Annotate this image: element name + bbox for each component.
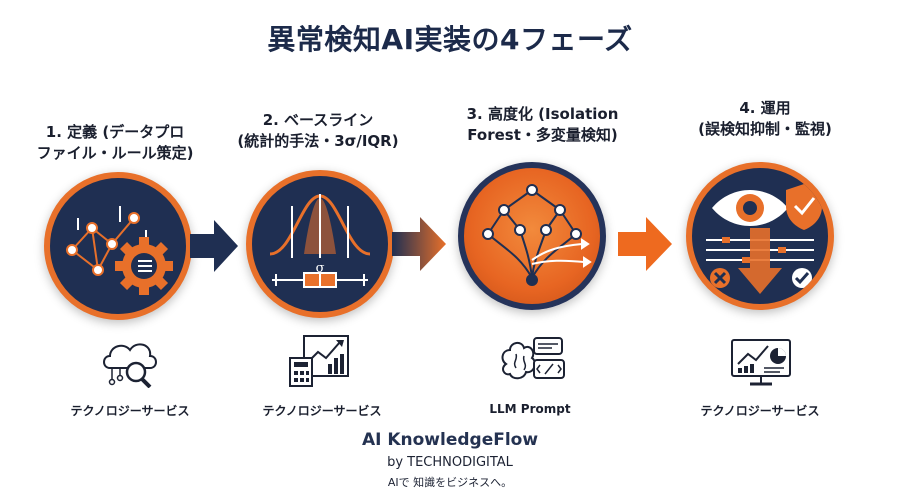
arrow-3-icon	[618, 217, 672, 271]
phase-4-circle	[686, 162, 834, 310]
arrow-1-icon	[190, 220, 238, 272]
brain-prompt-icon	[501, 337, 565, 380]
monitor-dashboard-icon	[731, 339, 791, 386]
network-gear-icon	[66, 206, 173, 295]
page-title: 異常検知AI実装の4フェーズ	[267, 23, 633, 56]
calculator-chart-icon	[289, 335, 349, 387]
phase-2-caption: テクノロジーサービス	[262, 404, 382, 418]
bell-curve-boxplot-icon: σ	[269, 194, 371, 288]
phase-3-label: 3. 高度化 (Isolation Forest・多変量検知)	[466, 105, 619, 144]
phase-1-circle	[44, 172, 192, 320]
brand-tagline: AIで 知識をビジネスへ。	[387, 476, 513, 489]
sigma-label: σ	[316, 261, 325, 276]
phase-1-caption: テクノロジーサービス	[70, 404, 190, 418]
phase-1-label: 1. 定義 (データプロ ファイル・ルール策定)	[36, 123, 194, 162]
arrow-2-icon	[392, 217, 446, 271]
phase-4-caption: テクノロジーサービス	[700, 404, 820, 418]
brand-name: AI KnowledgeFlow	[361, 430, 539, 450]
cloud-search-icon	[103, 343, 157, 388]
isolation-forest-network-icon	[482, 184, 592, 286]
phase-3-caption: LLM Prompt	[489, 402, 571, 416]
phase-4-label: 4. 運用 (誤検知抑制・監視)	[698, 99, 832, 138]
brand-byline: by TECHNODIGITAL	[387, 455, 513, 470]
phase-2-label: 2. ベースライン (統計的手法・3σ/IQR)	[237, 111, 399, 150]
phase-3-circle	[458, 162, 606, 310]
phase-2-circle: σ	[246, 170, 394, 318]
eye-shield-monitor-icon	[706, 184, 822, 294]
